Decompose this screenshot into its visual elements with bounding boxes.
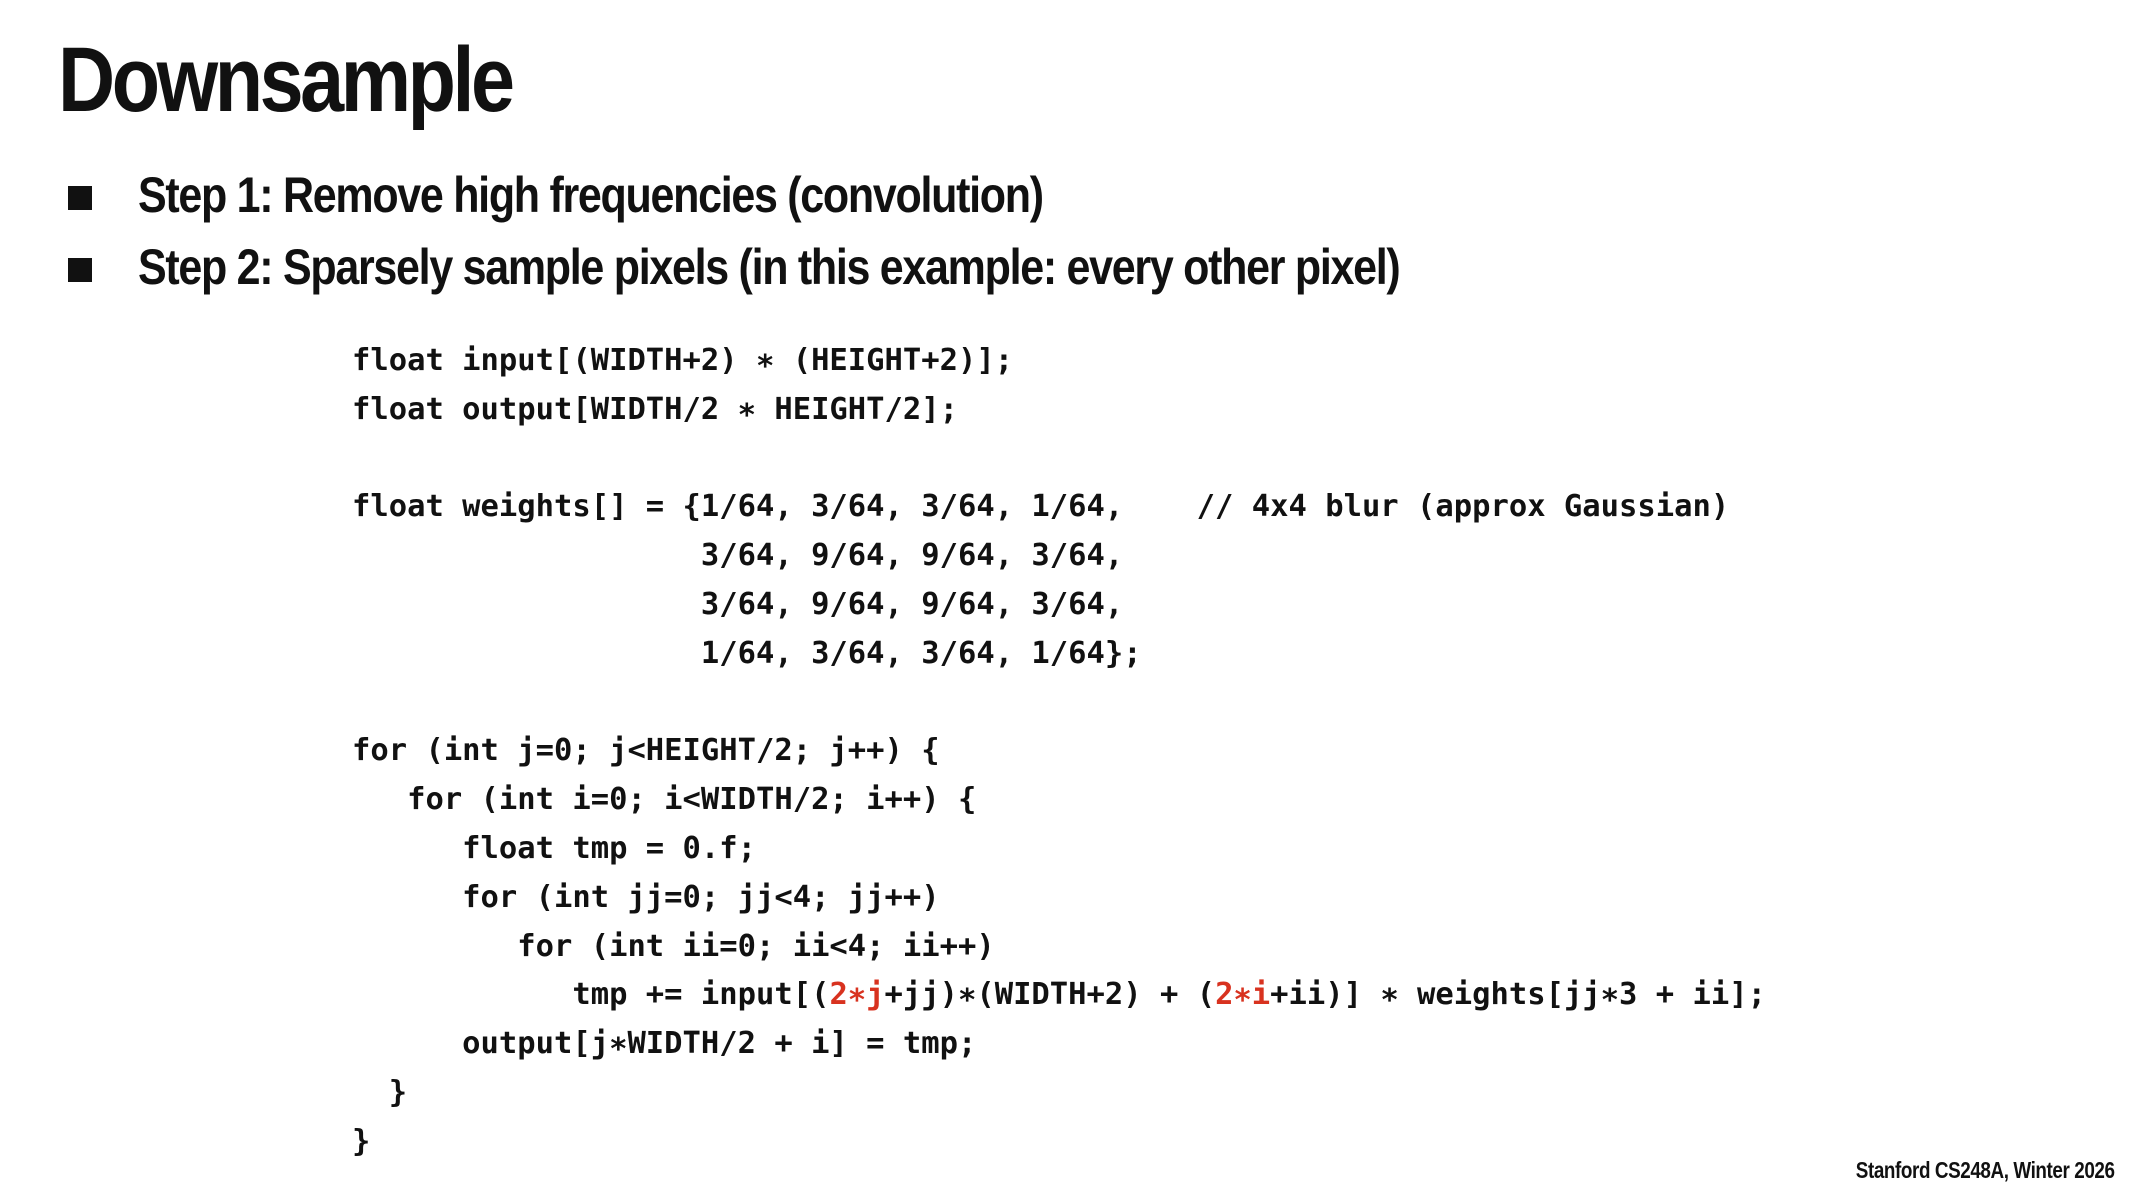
code-line: float output[WIDTH/2 ∗ HEIGHT/2]; (352, 391, 958, 427)
highlighted-index-j: 2∗j (829, 977, 885, 1013)
square-bullet-icon (68, 186, 92, 210)
code-line: for (int i=0; i<WIDTH/2; i++) { (352, 782, 977, 818)
code-line: for (int j=0; j<HEIGHT/2; j++) { (352, 733, 940, 769)
code-block: float input[(WIDTH+2) ∗ (HEIGHT+2)]; flo… (352, 337, 1766, 1167)
square-bullet-icon (68, 258, 92, 282)
code-line: for (int ii=0; ii<4; ii++) (352, 928, 995, 964)
code-segment: tmp += input[( (352, 977, 830, 1013)
code-line: 3/64, 9/64, 9/64, 3/64, (352, 586, 1124, 622)
code-line: float tmp = 0.f; (352, 830, 756, 866)
code-line: } (352, 1074, 408, 1110)
code-segment: +jj)∗(WIDTH+2) + ( (884, 977, 1216, 1013)
slide-footer: Stanford CS248A, Winter 2026 (1856, 1157, 2115, 1183)
code-line: 3/64, 9/64, 9/64, 3/64, (352, 538, 1124, 574)
code-line-blank (352, 435, 1766, 484)
code-segment: +ii)] ∗ weights[jj∗3 + ii]; (1270, 977, 1766, 1013)
code-line: float weights[] = {1/64, 3/64, 3/64, 1/6… (352, 489, 1730, 525)
bullet-text: Step 2: Sparsely sample pixels (in this … (138, 238, 1401, 295)
highlighted-index-i: 2∗i (1215, 977, 1271, 1013)
bullet-text: Step 1: Remove high frequencies (convolu… (138, 166, 1044, 223)
code-line-highlighted: tmp += input[(2∗j+jj)∗(WIDTH+2) + (2∗i+i… (352, 971, 1766, 1020)
slide-title: Downsample (58, 29, 515, 131)
code-line: output[j∗WIDTH/2 + i] = tmp; (352, 1026, 977, 1062)
code-line: for (int jj=0; jj<4; jj++) (352, 879, 940, 915)
code-line: } (352, 1123, 371, 1159)
code-line: 1/64, 3/64, 3/64, 1/64}; (352, 635, 1142, 671)
code-line: float input[(WIDTH+2) ∗ (HEIGHT+2)]; (352, 343, 1014, 378)
code-line-blank (352, 679, 1766, 728)
